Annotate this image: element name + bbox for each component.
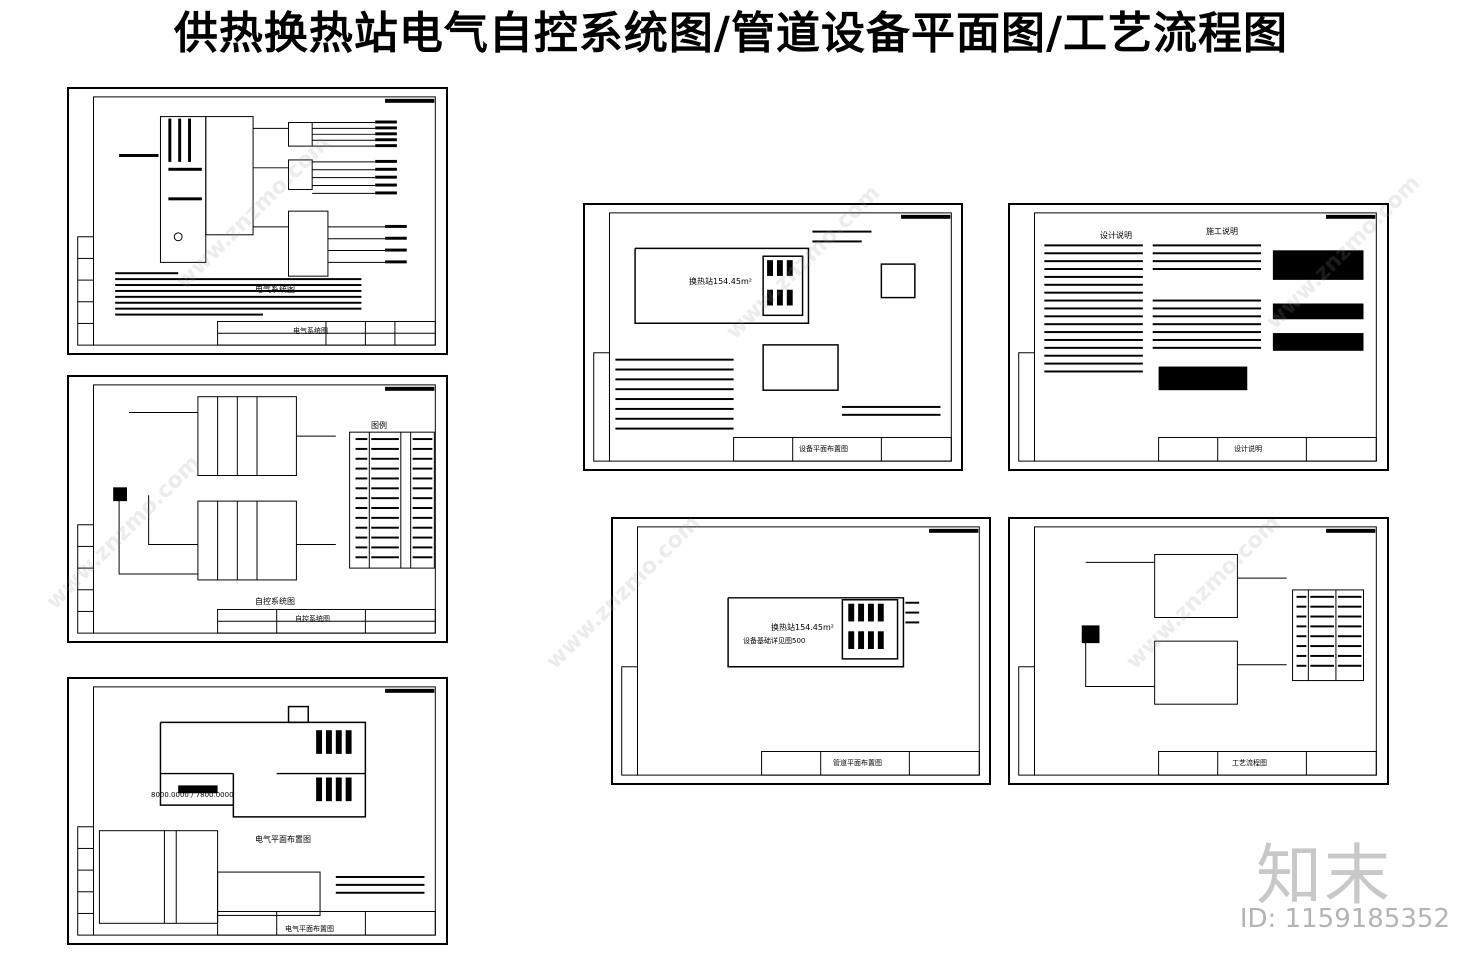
sheet-design-notes[interactable]: 设计说明 施工说明 设计说明: [1008, 203, 1389, 471]
room-label: 换热站154.45m²: [689, 277, 752, 286]
plan-note: 设备基础详见图500: [743, 637, 806, 645]
brand-logo: 知末: [1256, 837, 1392, 914]
title-block-name: 设备平面布置图: [799, 445, 848, 453]
construction-notes-heading: 施工说明: [1206, 227, 1238, 236]
title-block-name: 自控系统图: [295, 615, 330, 623]
pipe-plan-drawing: [621, 526, 980, 776]
sheet-process-flow[interactable]: 工艺流程图: [1008, 517, 1389, 785]
room-label: 换热站154.45m²: [771, 623, 834, 632]
process-flow-drawing: [1018, 526, 1377, 776]
automation-drawing: [77, 384, 436, 634]
title-block-name: 电气平面布置图: [285, 925, 334, 933]
sheet-pipe-plan[interactable]: 换热站154.45m² 设备基础详见图500 管道平面布置图: [611, 517, 991, 785]
image-id-label: ID: 1159185352: [1239, 904, 1450, 934]
sheet-caption: 电气平面布置图: [255, 835, 311, 844]
design-notes-drawing: [1018, 212, 1377, 462]
electric-plan-drawing: [77, 686, 436, 936]
plan-dimension: 8000.0000 / 7800.0000: [151, 791, 234, 799]
equipment-plan-drawing: [593, 212, 952, 462]
page-title: 供热换热站电气自控系统图/管道设备平面图/工艺流程图: [173, 8, 1289, 59]
legend-heading: 图例: [371, 421, 387, 430]
sheet-caption: 自控系统图: [255, 597, 295, 606]
design-notes-heading: 设计说明: [1100, 231, 1132, 240]
title-block-name: 电气系统图: [293, 327, 328, 335]
title-block-name: 管道平面布置图: [833, 759, 882, 767]
title-block-name: 设计说明: [1234, 445, 1262, 453]
sheet-automation[interactable]: 图例 自控系统图 自控系统图: [67, 375, 448, 643]
sheet-equipment-plan[interactable]: 换热站154.45m² 设备平面布置图: [583, 203, 963, 471]
title-block-name: 工艺流程图: [1232, 759, 1267, 767]
sheet-electric-system[interactable]: 电气系统图 电气系统图: [67, 87, 448, 355]
sheet-electric-plan[interactable]: 8000.0000 / 7800.0000 电气平面布置图 电气平面布置图: [67, 677, 448, 945]
sheet-caption: 电气系统图: [255, 285, 295, 294]
electric-system-drawing: [77, 96, 436, 346]
